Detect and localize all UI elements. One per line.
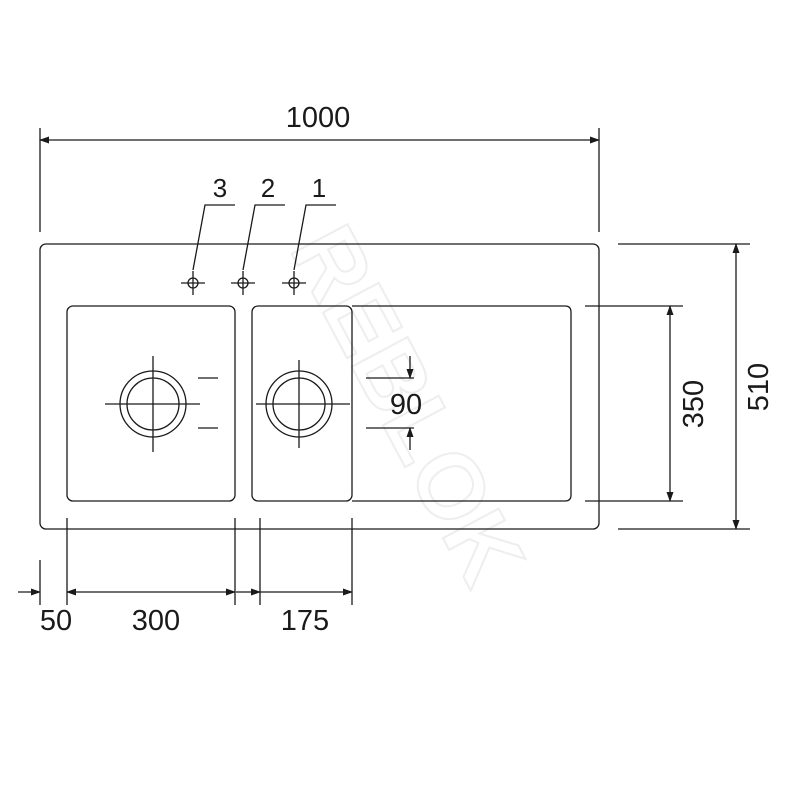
callout-leader-1 xyxy=(293,204,336,271)
drainer-area xyxy=(352,305,572,502)
bowl-depth-label: 350 xyxy=(678,380,710,428)
sink-outline xyxy=(39,243,600,530)
second-bowl-width-label: 175 xyxy=(281,605,329,637)
tap-hole-1-icon xyxy=(282,271,306,295)
overall-width-label: 1000 xyxy=(286,102,351,134)
main-bowl xyxy=(66,305,236,502)
left-margin-label: 50 xyxy=(40,605,72,637)
tap-hole-2-icon xyxy=(231,271,255,295)
callout-leader-3 xyxy=(192,204,235,271)
main-bowl-width-label: 300 xyxy=(132,605,180,637)
tap-offset-label: 90 xyxy=(390,389,422,421)
overall-depth-label: 510 xyxy=(743,363,775,411)
second-bowl xyxy=(251,305,353,502)
main-bowl-drain-icon xyxy=(105,356,200,452)
tap-hole-3-icon xyxy=(181,271,205,295)
callout-leader-2 xyxy=(242,204,285,271)
tap-position-label-3: 3 xyxy=(213,173,227,203)
second-bowl-drain-icon xyxy=(256,360,350,448)
tap-position-label-1: 1 xyxy=(312,173,326,203)
tap-position-label-2: 2 xyxy=(261,173,275,203)
